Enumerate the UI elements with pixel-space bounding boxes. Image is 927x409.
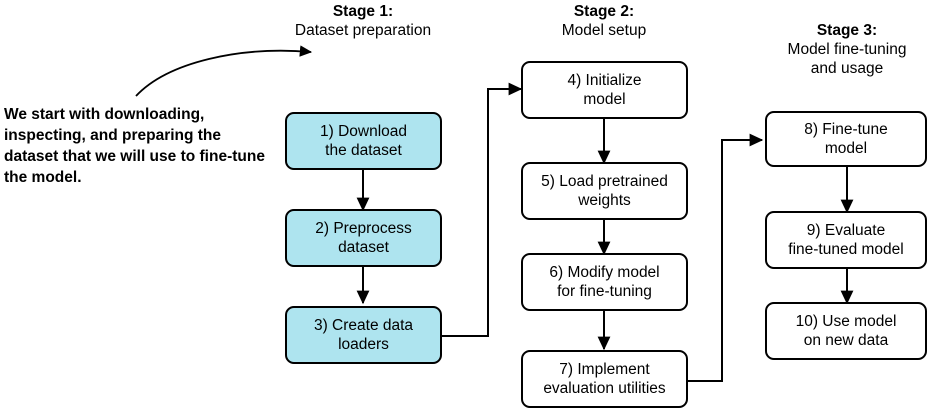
stage-2-subheading: Model setup (561, 22, 647, 39)
stage-3-subheading: Model fine-tuning and usage (787, 41, 907, 77)
node-modify-model[interactable]: 6) Modify model for fine-tuning (521, 253, 688, 311)
annotation-note: We start with downloading, inspecting, a… (4, 106, 265, 186)
node-fine-tune-model[interactable]: 8) Fine-tune model (765, 111, 927, 167)
stage-title-1: Stage 1: Dataset preparation (283, 2, 443, 40)
stage-2-heading: Stage 2: (573, 3, 635, 20)
node-implement-evaluation-utilities[interactable]: 7) Implement evaluation utilities (521, 350, 688, 408)
stage-title-3: Stage 3: Model fine-tuning and usage (767, 2, 927, 97)
stage-1-subheading: Dataset preparation (294, 22, 432, 39)
stage-title-2: Stage 2: Model setup (524, 2, 684, 40)
node-evaluate-fine-tuned-model[interactable]: 9) Evaluate fine-tuned model (765, 211, 927, 269)
node-create-data-loaders[interactable]: 3) Create data loaders (285, 306, 442, 364)
node-use-model-on-new-data[interactable]: 10) Use model on new data (765, 302, 927, 360)
stage-3-heading: Stage 3: (816, 22, 878, 39)
node-initialize-model[interactable]: 4) Initialize model (521, 61, 688, 119)
node-download-dataset[interactable]: 1) Download the dataset (285, 112, 442, 170)
node-load-pretrained-weights[interactable]: 5) Load pretrained weights (521, 162, 688, 220)
stage-1-heading: Stage 1: (332, 3, 394, 20)
node-preprocess-dataset[interactable]: 2) Preprocess dataset (285, 209, 442, 267)
